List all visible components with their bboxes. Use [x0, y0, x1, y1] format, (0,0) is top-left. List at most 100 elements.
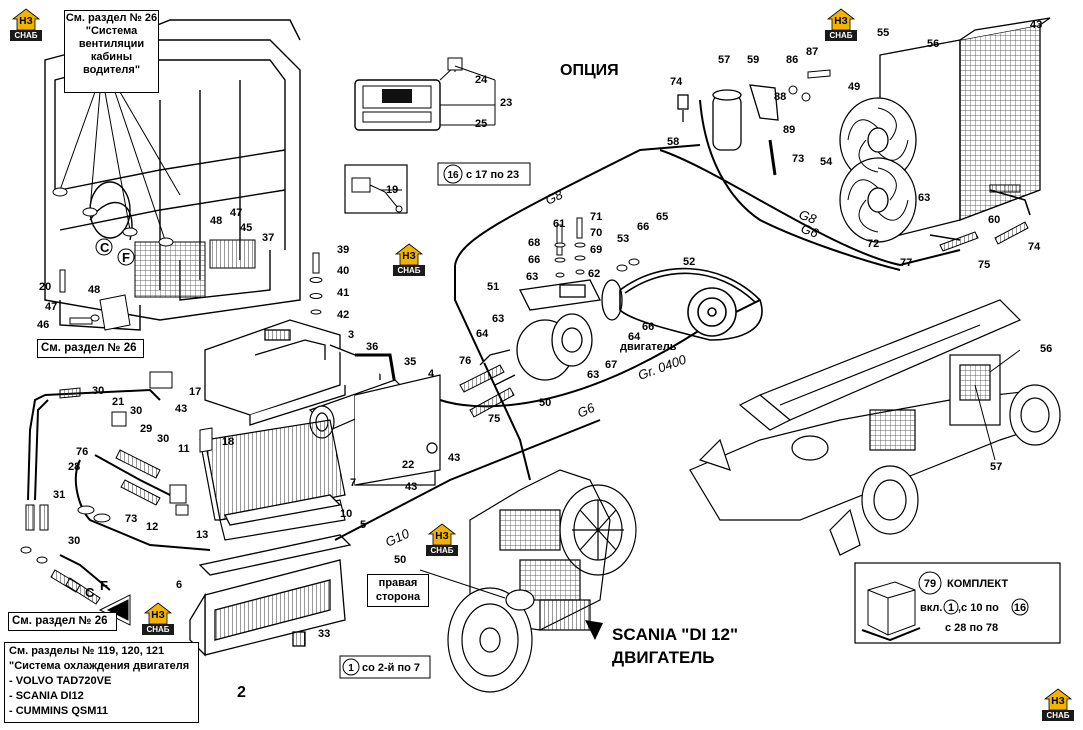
cab-frame — [44, 19, 301, 331]
note-cooling-line: - CUMMINS QSM11 — [9, 705, 109, 717]
fastener-column-86 — [788, 69, 831, 102]
logo-caption: СНАБ — [825, 30, 857, 41]
part-number-30: 30 — [130, 405, 142, 417]
note-ventilation-line: кабины — [90, 51, 133, 63]
part-number-43: 43 — [448, 452, 460, 464]
part-number-41: 41 — [337, 287, 349, 299]
part-number-47: 47 — [45, 301, 57, 313]
range-1-number: 1 — [348, 663, 354, 674]
part-number-43: 43 — [405, 481, 417, 493]
kit-title: КОМПЛЕКТ — [947, 578, 1008, 590]
cab-heater-unit — [134, 239, 256, 298]
heater-base — [189, 494, 352, 657]
blower-fan — [308, 374, 441, 486]
part-number-73: 73 — [125, 513, 137, 525]
part-number-2: 2 — [237, 684, 246, 701]
part-number-5: 5 — [360, 519, 366, 531]
part-number-30: 30 — [92, 385, 104, 397]
receiver-drier — [677, 84, 779, 176]
brand-logo: НЗ СНАБ — [393, 243, 425, 279]
part-number-12: 12 — [146, 521, 158, 533]
engine-heading-line2: ДВИГАТЕЛЬ — [612, 648, 714, 667]
part-number-76: 76 — [459, 355, 471, 367]
vent-leaders — [59, 91, 181, 241]
part-number-68: 68 — [528, 237, 540, 249]
note-cooling-line: - SCANIA DI12 — [9, 690, 84, 702]
note-cooling-sections: См. разделы № 119, 120, 121 "Система охл… — [4, 642, 199, 723]
direction-letter-ring — [95, 238, 113, 256]
motor-label: двигатель — [620, 341, 677, 353]
part-number-51: 51 — [487, 281, 499, 293]
compressor-hoses — [459, 364, 515, 418]
part-number-50: 50 — [394, 554, 406, 566]
part-number-48: 48 — [210, 215, 222, 227]
part-number-3: 3 — [348, 329, 354, 341]
kit-text: 79 КОМПЛЕКТ вкл. 1 ,с 10 по 16 с 28 по 7… — [918, 571, 1029, 634]
direction-letter-ring — [117, 248, 135, 266]
condenser-sleeves — [939, 184, 1029, 252]
hose-code-label: G6 — [575, 399, 598, 420]
part-number-60: 60 — [988, 214, 1000, 226]
note-section26-bottom: См. раздел № 26 — [8, 612, 117, 631]
note-ventilation-line: вентиляции — [78, 38, 145, 50]
part-number-63: 63 — [526, 271, 538, 283]
hose-sleeves — [25, 387, 161, 605]
reach-stacker — [689, 299, 1061, 556]
part-number-52: 52 — [683, 256, 695, 268]
engine-heading-line1: SCANIA "DI 12" — [612, 625, 738, 644]
note-ventilation-line: "Система — [85, 25, 138, 37]
part-number-63: 63 — [492, 313, 504, 325]
direction-letter-f: F — [122, 250, 130, 265]
part-number-67: 67 — [605, 359, 617, 371]
note-cooling-line: - VOLVO TAD720VE — [9, 675, 112, 687]
option-heading: ОПЦИЯ — [560, 62, 619, 79]
part-number-53: 53 — [617, 233, 629, 245]
part-number-66: 66 — [528, 254, 540, 266]
part-number-30: 30 — [157, 433, 169, 445]
part-number-58: 58 — [667, 136, 679, 148]
part-number-63: 63 — [918, 192, 930, 204]
brand-logo: НЗ СНАБ — [426, 523, 458, 559]
part-number-75: 75 — [488, 413, 500, 425]
part-number-28: 28 — [68, 461, 80, 473]
hose-code-label: G8 — [797, 207, 819, 227]
part-number-labels: 3456710111213171819202122232425282930303… — [37, 19, 1052, 640]
machine-leaders — [974, 349, 1021, 461]
logo-caption: СНАБ — [426, 545, 458, 556]
brand-logo: НЗ СНАБ — [142, 602, 174, 638]
logo-caption: СНАБ — [142, 624, 174, 635]
hose-fittings — [20, 371, 213, 564]
note-section26-mid: См. раздел № 26 — [37, 339, 144, 358]
part-number-30: 30 — [68, 535, 80, 547]
part-number-77: 77 — [900, 257, 912, 269]
part-number-43: 43 — [175, 403, 187, 415]
part-number-17: 17 — [189, 386, 201, 398]
direction-letter-c: C — [85, 585, 95, 600]
part-number-57: 57 — [718, 54, 730, 66]
part-number-45: 45 — [240, 222, 252, 234]
note-cooling-line: "Система охлаждения двигателя — [9, 660, 190, 672]
belt-pulley — [619, 267, 763, 341]
engine-arrow — [585, 620, 603, 640]
part-number-56: 56 — [1040, 343, 1052, 355]
part-number-31: 31 — [53, 489, 65, 501]
logo-house-icon — [395, 243, 423, 265]
logo-caption: СНАБ — [393, 265, 425, 276]
part-number-86: 86 — [786, 54, 798, 66]
kit-line1-prefix: вкл. — [920, 602, 942, 614]
part-number-20: 20 — [39, 281, 51, 293]
part-number-74: 74 — [670, 76, 683, 88]
mount-bracket-left — [59, 269, 131, 331]
part-number-66: 66 — [642, 321, 654, 333]
refrigerant-line-g8 — [334, 99, 961, 541]
hose-code-label: G10 — [383, 525, 412, 549]
part-number-25: 25 — [475, 118, 487, 130]
logo-letters: НЗ — [402, 251, 416, 262]
part-number-64: 64 — [628, 331, 641, 343]
part-number-36: 36 — [366, 341, 378, 353]
part-number-57: 57 — [990, 461, 1002, 473]
part-number-75: 75 — [978, 259, 990, 271]
range-1-text: со 2-й по 7 — [362, 662, 420, 674]
note-right-side: правая сторона — [367, 574, 429, 607]
